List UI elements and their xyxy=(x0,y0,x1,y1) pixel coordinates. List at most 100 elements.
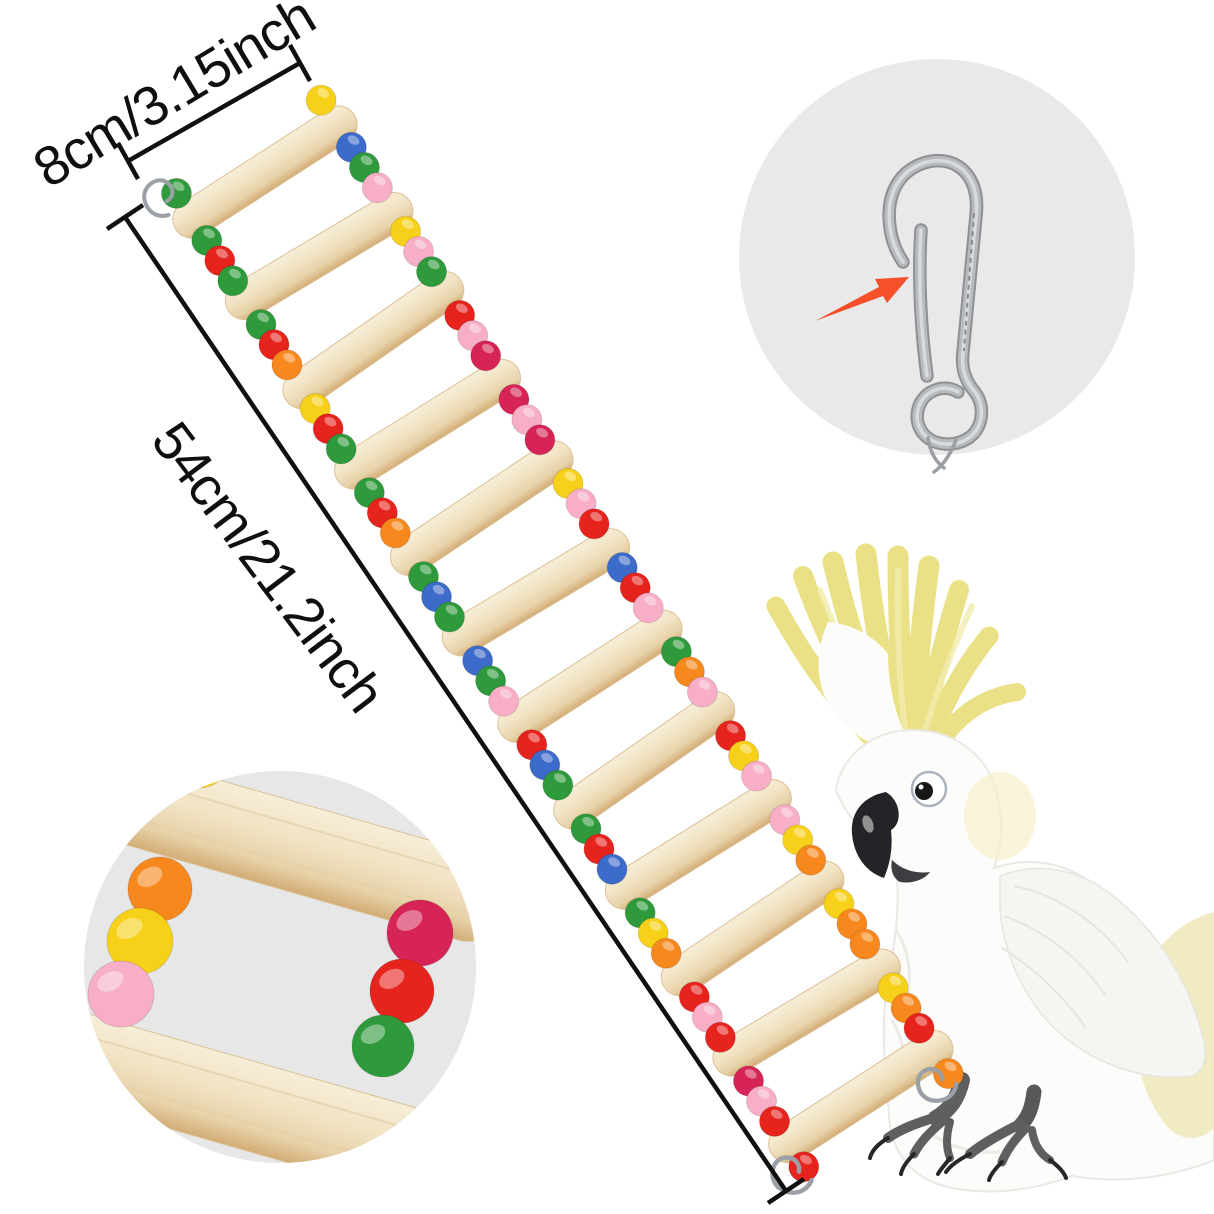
wooden-bead xyxy=(379,517,411,549)
bead-highlight xyxy=(536,427,548,438)
width-dimension xyxy=(116,43,312,181)
wooden-bead-yellow xyxy=(305,84,337,116)
bead-highlight xyxy=(523,407,535,418)
bead-highlight xyxy=(915,1016,928,1026)
bead-highlight xyxy=(401,219,414,229)
wooden-bead-red xyxy=(903,1012,935,1044)
parrot-wing-feather-lines xyxy=(1001,885,1129,1029)
bead-highlight xyxy=(608,857,621,867)
parrot-beak xyxy=(851,792,930,883)
bead-highlight xyxy=(662,941,675,951)
bead-highlight xyxy=(744,1069,757,1079)
wooden-bead xyxy=(271,349,303,381)
width-dimension-tick xyxy=(288,43,312,83)
wooden-bead-yellow xyxy=(167,771,231,789)
bead-highlight xyxy=(618,555,631,566)
bead-highlight xyxy=(379,968,405,989)
bead-highlight xyxy=(311,396,324,407)
wooden-bead xyxy=(351,1014,415,1078)
width-dimension-line xyxy=(126,61,302,163)
bead-highlight xyxy=(378,500,391,511)
bead-highlight xyxy=(631,575,644,586)
bead-highlight xyxy=(690,985,703,995)
wooden-bead-orange xyxy=(849,928,881,960)
wooden-bead xyxy=(578,508,610,540)
wooden-bead xyxy=(488,685,520,717)
bead-highlight xyxy=(541,753,553,763)
length-dimension-tick xyxy=(766,1177,806,1205)
bead-highlight xyxy=(347,135,360,145)
bead-highlight xyxy=(794,827,806,838)
bead-highlight xyxy=(800,1154,812,1165)
ladder-rung xyxy=(282,270,465,410)
wooden-bead-green xyxy=(416,256,448,288)
wooden-bead-pink xyxy=(741,760,773,792)
bead-highlight xyxy=(360,1024,386,1045)
bead-highlight xyxy=(373,175,386,186)
wooden-bead-crimson xyxy=(386,899,454,967)
ladder-rung xyxy=(497,609,683,743)
wooden-bead-red xyxy=(759,1105,791,1137)
bead-highlight xyxy=(283,352,296,363)
bead-highlight xyxy=(861,932,873,942)
bead-highlight xyxy=(97,971,124,992)
wooden-bead xyxy=(849,928,881,960)
hook-detail-inset xyxy=(739,59,1135,474)
wooden-bead xyxy=(369,958,435,1024)
bird-ladder-toy xyxy=(160,84,964,1183)
bead-highlight xyxy=(445,605,458,615)
wooden-bead xyxy=(524,424,556,456)
bead-highlight xyxy=(499,689,512,699)
bead-highlight xyxy=(473,648,486,659)
wooden-bead xyxy=(795,844,827,876)
wooden-bead-crimson xyxy=(524,424,556,456)
wooden-bead xyxy=(386,899,454,967)
bead-highlight xyxy=(835,891,847,902)
wooden-bead xyxy=(741,760,773,792)
wooden-bead-orange xyxy=(795,844,827,876)
bead-highlight xyxy=(172,181,185,192)
wooden-bead-red xyxy=(369,958,435,1024)
wooden-bead xyxy=(596,853,628,885)
pointer-arrow-icon xyxy=(815,277,909,321)
crest-feather-highlight xyxy=(894,567,909,741)
bead-highlight xyxy=(685,659,698,670)
bead-highlight xyxy=(716,1025,729,1035)
bead-highlight xyxy=(510,387,522,398)
ladder-rung xyxy=(224,192,414,321)
wooden-bead xyxy=(542,769,574,801)
wooden-bead-orange xyxy=(379,517,411,549)
wooden-bead-green xyxy=(433,601,465,633)
parrot-eye xyxy=(910,770,948,808)
wooden-bead xyxy=(106,907,174,975)
bead-highlight xyxy=(396,910,423,931)
wooden-bead-pink xyxy=(361,172,393,204)
bead-highlight xyxy=(577,491,590,502)
wooden-bead xyxy=(416,256,448,288)
wooden-bead-blue xyxy=(596,853,628,885)
wooden-bead xyxy=(632,592,664,624)
bead-highlight xyxy=(698,680,711,690)
wooden-bead-orange xyxy=(650,937,682,969)
ladder-rung xyxy=(389,440,574,577)
bead-highlight xyxy=(482,343,494,354)
bead-highlight xyxy=(770,1109,783,1120)
length-dimension-tick xyxy=(105,203,145,231)
wooden-bead-pink xyxy=(686,676,718,708)
parrot-feet xyxy=(868,1072,1068,1182)
bead-highlight xyxy=(174,731,205,759)
ladder-rung xyxy=(660,860,845,997)
bead-highlight xyxy=(337,436,350,447)
wooden-bead xyxy=(759,1105,791,1137)
ladder-rung xyxy=(334,358,521,490)
bead-highlight xyxy=(848,912,860,922)
bead-highlight xyxy=(944,1061,957,1072)
wooden-bead-pink xyxy=(632,592,664,624)
bead-highlight xyxy=(554,773,566,783)
ladder-rung xyxy=(553,691,736,830)
wooden-bead-green xyxy=(325,433,357,465)
bead-highlight xyxy=(807,848,819,858)
bead-highlight xyxy=(203,228,215,239)
wooden-bead xyxy=(87,960,155,1028)
